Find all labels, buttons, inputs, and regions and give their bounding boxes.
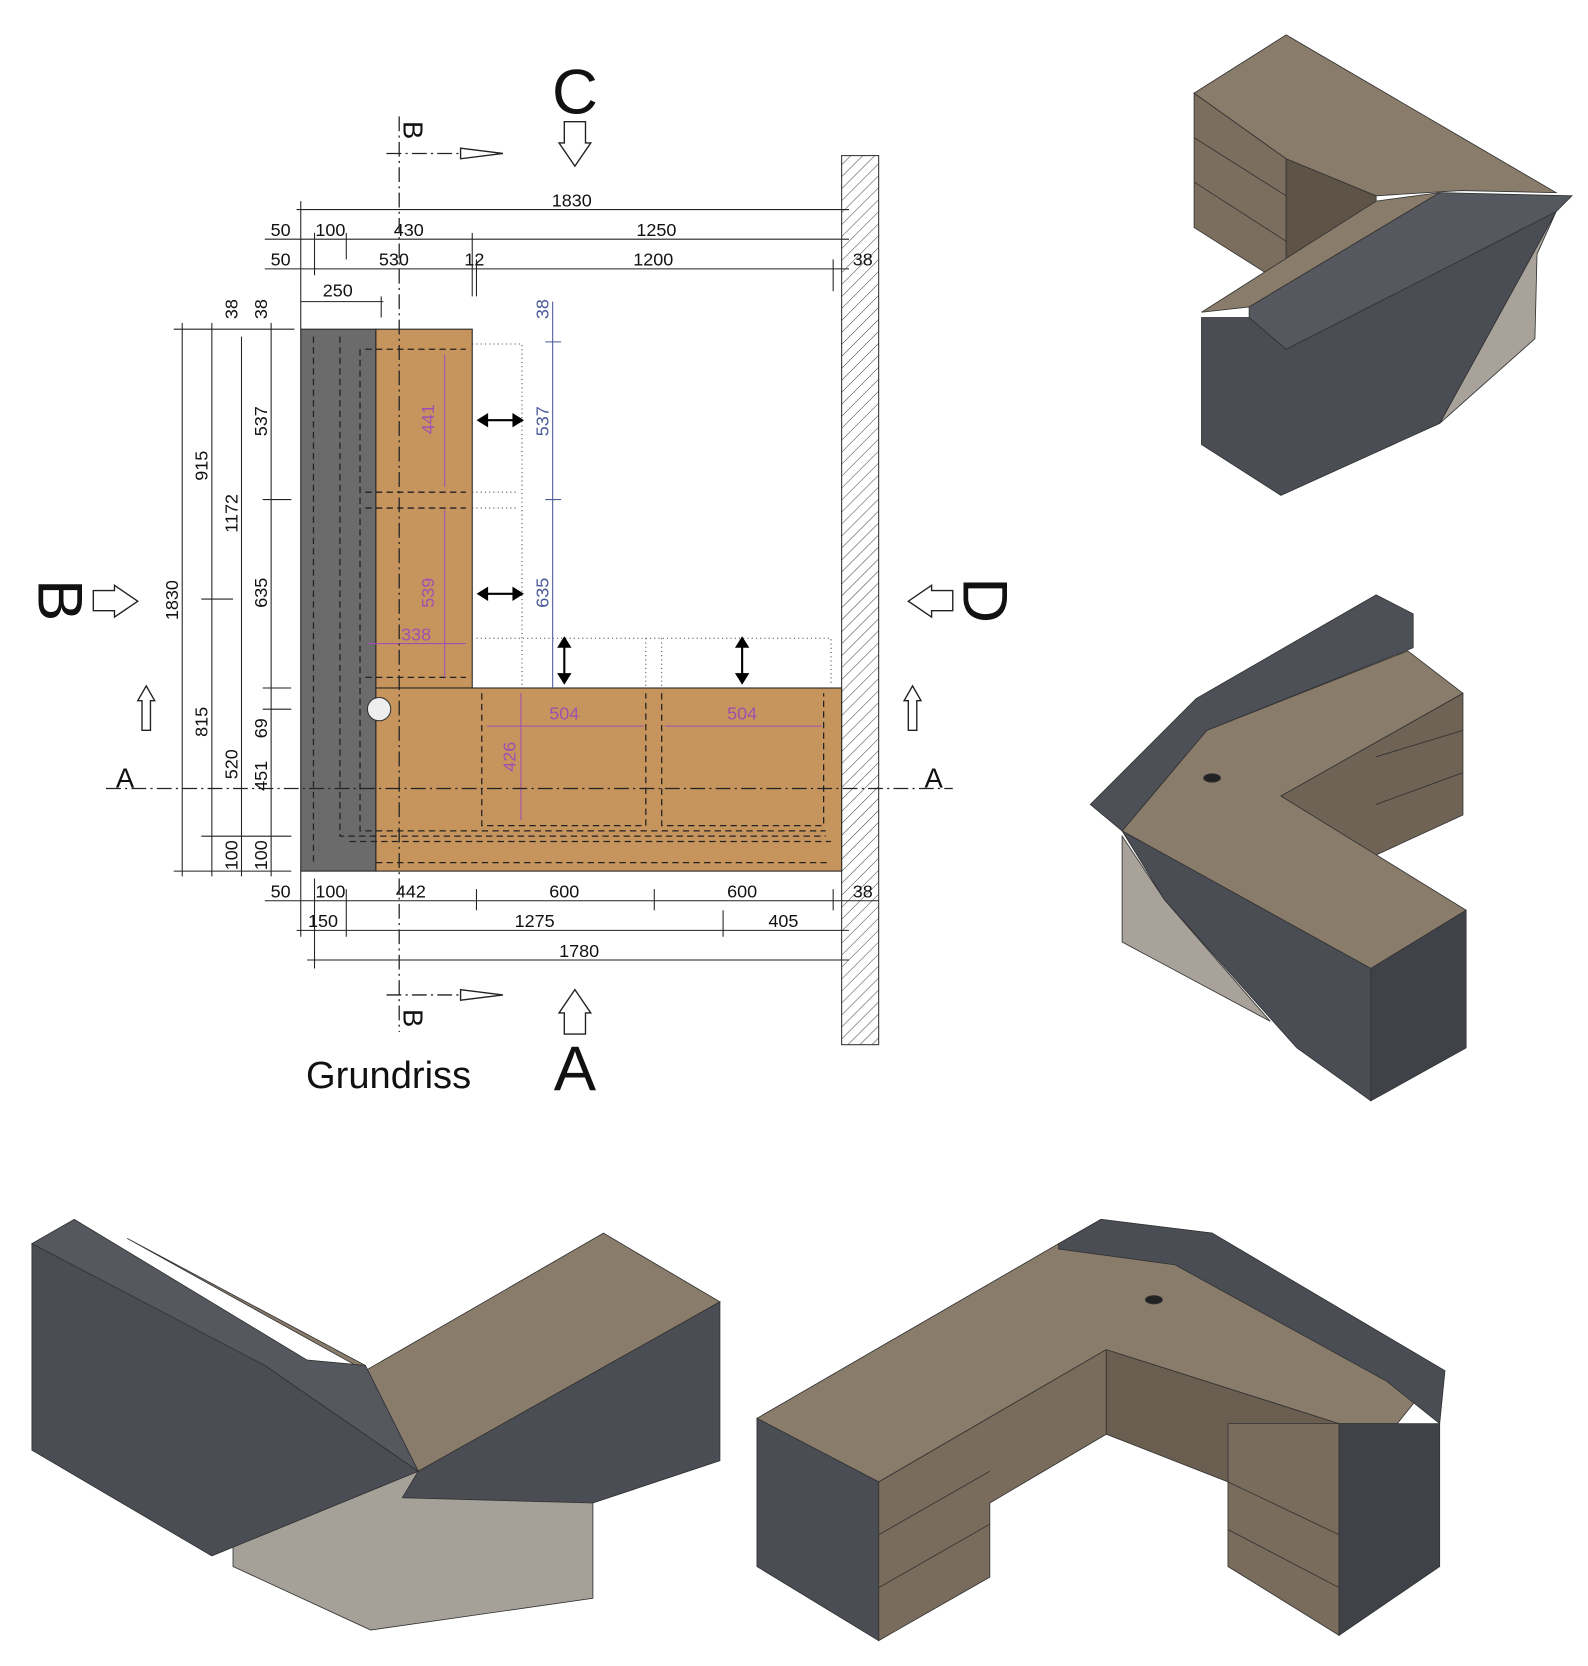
dim-bottom: 50 xyxy=(271,882,291,902)
render-view-side xyxy=(31,1218,721,1631)
dim-inner-blue: 537 xyxy=(532,406,552,436)
dim-left: 815 xyxy=(192,707,212,737)
dim-inner-blue: 635 xyxy=(532,578,552,608)
wall-hatched xyxy=(841,155,880,1046)
section-a-right-arrow xyxy=(902,684,923,732)
dim-inner-magenta: 338 xyxy=(401,624,431,644)
dim-left: 915 xyxy=(192,451,212,481)
view-b-arrow xyxy=(92,584,139,619)
grommet xyxy=(1203,773,1221,783)
dim-top: 530 xyxy=(379,250,409,270)
dim-top: 100 xyxy=(315,220,345,240)
dim-inner-magenta: 426 xyxy=(500,742,520,772)
dim-inner-magenta: 504 xyxy=(727,704,757,724)
dim-top-overall: 1830 xyxy=(552,190,592,210)
view-label-a: A xyxy=(554,1034,597,1104)
dim-left: 1830 xyxy=(162,580,182,620)
section-label-a-left: A xyxy=(116,762,135,793)
view-d-arrow xyxy=(907,584,954,619)
dim-top: 250 xyxy=(323,280,353,300)
dim-left: 100 xyxy=(221,840,241,870)
drawer-arrows xyxy=(476,413,750,685)
dim-inner-blue: 38 xyxy=(532,299,552,319)
cabinet-horizontal xyxy=(375,687,843,872)
render-view-back xyxy=(1193,34,1573,496)
dim-left: 38 xyxy=(221,299,241,319)
dim-bottom: 1780 xyxy=(559,941,599,961)
dim-left: 451 xyxy=(251,761,271,791)
dim-bottom: 100 xyxy=(315,882,345,902)
dim-top: 1250 xyxy=(636,220,676,240)
section-a-left-arrow xyxy=(136,684,156,732)
dim-left: 520 xyxy=(221,749,241,779)
dim-top: 12 xyxy=(464,250,484,270)
section-label-b-top: B xyxy=(397,121,428,139)
dim-left: 1172 xyxy=(221,494,241,533)
floor-plan: 1830 50 100 430 1250 50 530 12 1200 38 2… xyxy=(24,57,1019,1104)
render-view-front xyxy=(756,1218,1446,1642)
dim-bottom: 600 xyxy=(549,882,579,902)
view-label-c: C xyxy=(552,57,598,127)
grommet xyxy=(1144,1295,1163,1305)
dim-top: 430 xyxy=(394,220,424,240)
plan-title: Grundriss xyxy=(306,1055,471,1097)
section-b-bottom-arrow xyxy=(459,988,504,1002)
dim-bottom: 1275 xyxy=(515,911,555,931)
concrete-panel xyxy=(300,328,377,872)
dim-inner-magenta: 441 xyxy=(418,404,438,434)
section-label-a-right: A xyxy=(925,762,944,793)
dim-left: 100 xyxy=(251,840,271,870)
dim-left: 635 xyxy=(251,578,271,608)
dim-left: 69 xyxy=(251,718,271,738)
dim-bottom: 150 xyxy=(308,911,338,931)
dim-left: 38 xyxy=(251,299,271,319)
section-label-b-bottom: B xyxy=(397,1009,428,1027)
dim-top: 38 xyxy=(853,250,873,270)
dim-inner-magenta: 539 xyxy=(418,578,438,608)
dim-left: 537 xyxy=(251,406,271,436)
dim-bottom: 600 xyxy=(727,882,757,902)
dim-inner-magenta: 504 xyxy=(549,704,579,724)
section-b-top-arrow xyxy=(459,147,504,160)
view-c-arrow xyxy=(557,121,593,168)
dim-top: 50 xyxy=(271,220,291,240)
dim-bottom: 38 xyxy=(853,882,873,902)
render-view-front-left xyxy=(1089,594,1467,1102)
view-label-b: B xyxy=(24,579,94,621)
cable-grommet xyxy=(366,696,392,722)
view-a-arrow xyxy=(557,988,593,1035)
dim-bottom: 405 xyxy=(768,911,798,931)
dim-top: 1200 xyxy=(633,250,673,270)
dim-bottom: 442 xyxy=(396,882,426,902)
view-label-d: D xyxy=(949,577,1019,623)
dim-top: 50 xyxy=(271,250,291,270)
